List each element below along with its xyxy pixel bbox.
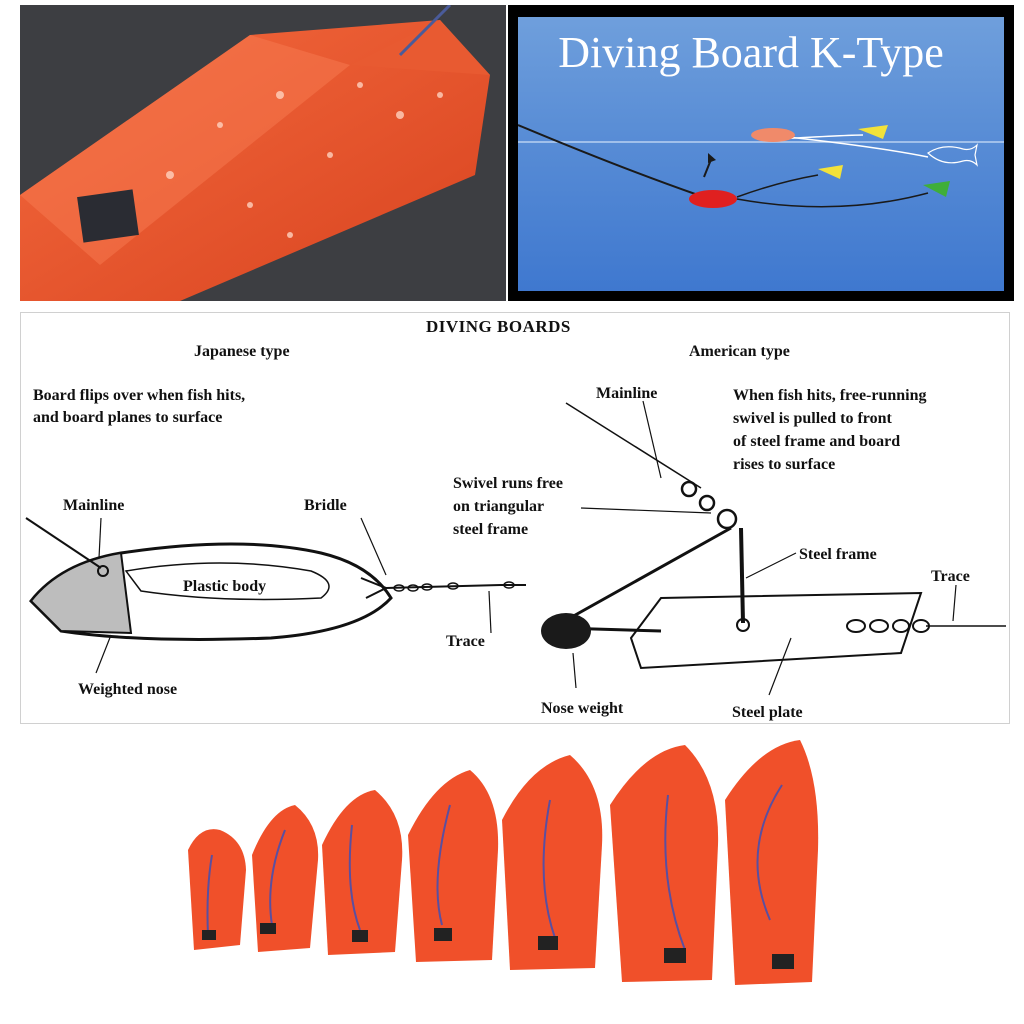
board-size-6 bbox=[610, 745, 719, 982]
japanese-desc-line1: Board flips over when fish hits, bbox=[33, 387, 246, 404]
board-size-4 bbox=[408, 770, 499, 962]
japanese-desc-line2: and board planes to surface bbox=[33, 409, 223, 426]
american-heading: American type bbox=[689, 343, 790, 360]
plate-leader bbox=[768, 637, 792, 696]
surface-line-2 bbox=[787, 136, 929, 158]
nose-weight-leader bbox=[572, 652, 577, 689]
board-size-3 bbox=[322, 790, 403, 955]
nose-weight bbox=[541, 613, 591, 649]
american-desc-line3: of steel frame and board bbox=[733, 433, 901, 450]
american-trace-label: Trace bbox=[931, 568, 970, 585]
american-desc-line1: When fish hits, free-running bbox=[733, 387, 927, 404]
american-desc-line2: swivel is pulled to front bbox=[733, 410, 892, 427]
surface-lure bbox=[858, 125, 888, 139]
steel-plate bbox=[629, 591, 923, 670]
board-nose-facet bbox=[350, 20, 490, 75]
board-clip bbox=[77, 189, 139, 243]
swivel-label-line3: steel frame bbox=[453, 521, 529, 538]
japanese-mainline bbox=[25, 517, 102, 569]
k-type-illustration: Diving Board K-Type bbox=[508, 5, 1014, 301]
water-area bbox=[518, 17, 1004, 291]
japanese-nose-eye bbox=[97, 565, 109, 577]
board-size-5 bbox=[502, 755, 603, 970]
mainline bbox=[518, 124, 699, 196]
surfaced-board bbox=[751, 128, 795, 142]
nose-leader bbox=[95, 634, 112, 674]
bridle-label: Bridle bbox=[304, 497, 347, 514]
diving-boards-diagram: DIVING BOARDS Japanese type Board flips … bbox=[20, 312, 1010, 724]
mainline-leader bbox=[98, 517, 102, 559]
diving-board-photo-graphic bbox=[20, 5, 506, 301]
k-type-title: Diving Board K-Type bbox=[558, 28, 944, 77]
bridle-leader bbox=[360, 517, 387, 576]
steel-frame-label: Steel frame bbox=[799, 546, 877, 563]
plastic-body-outline bbox=[124, 562, 330, 601]
board-sizes-graphic bbox=[188, 740, 819, 985]
frame-mount bbox=[736, 618, 750, 632]
k-type-graphic bbox=[518, 124, 1004, 208]
swivel-leader bbox=[580, 507, 712, 514]
swivel-label-line1: Swivel runs free bbox=[453, 475, 563, 492]
american-desc-line4: rises to surface bbox=[733, 456, 836, 473]
yellow-lure bbox=[818, 165, 843, 179]
steel-frame-upright bbox=[739, 527, 745, 624]
diving-board-red bbox=[689, 190, 737, 208]
board-sizes-photo bbox=[180, 740, 820, 1010]
free-running-swivel bbox=[680, 480, 738, 530]
japanese-mainline-label: Mainline bbox=[63, 497, 125, 514]
green-lure bbox=[923, 181, 950, 197]
nose-weight-label: Nose weight bbox=[541, 700, 624, 717]
japanese-heading: Japanese type bbox=[194, 343, 290, 360]
steel-plate-label: Steel plate bbox=[732, 704, 803, 721]
photo-orange-diving-board bbox=[20, 5, 506, 301]
american-mainline-leader bbox=[642, 400, 662, 479]
fish-icon bbox=[927, 143, 978, 167]
japanese-trace-label: Trace bbox=[446, 633, 485, 650]
frame-leader bbox=[745, 552, 797, 579]
weighted-nose-label: Weighted nose bbox=[78, 681, 178, 698]
water-droplets bbox=[166, 82, 443, 238]
board-size-7 bbox=[725, 740, 819, 985]
swivel-chain bbox=[393, 581, 515, 592]
trace-line-1 bbox=[736, 174, 819, 198]
board-size-1 bbox=[188, 829, 246, 950]
american-trace-leader bbox=[952, 584, 957, 622]
board-line bbox=[398, 5, 452, 57]
plastic-body-label: Plastic body bbox=[183, 578, 267, 595]
diagram-title: DIVING BOARDS bbox=[426, 317, 571, 336]
american-mainline-label: Mainline bbox=[596, 385, 658, 402]
diagram-drawing bbox=[25, 400, 1006, 696]
american-mainline bbox=[565, 402, 702, 489]
trace-leader bbox=[488, 590, 492, 634]
weighted-nose-shading bbox=[29, 551, 133, 635]
swivel-label-line2: on triangular bbox=[453, 498, 545, 515]
trace-line-2 bbox=[736, 192, 929, 208]
arrowhead-icon bbox=[708, 153, 716, 163]
board-size-2 bbox=[252, 805, 319, 952]
japanese-trace-line bbox=[385, 584, 526, 589]
steel-frame-diagonal bbox=[560, 526, 732, 625]
